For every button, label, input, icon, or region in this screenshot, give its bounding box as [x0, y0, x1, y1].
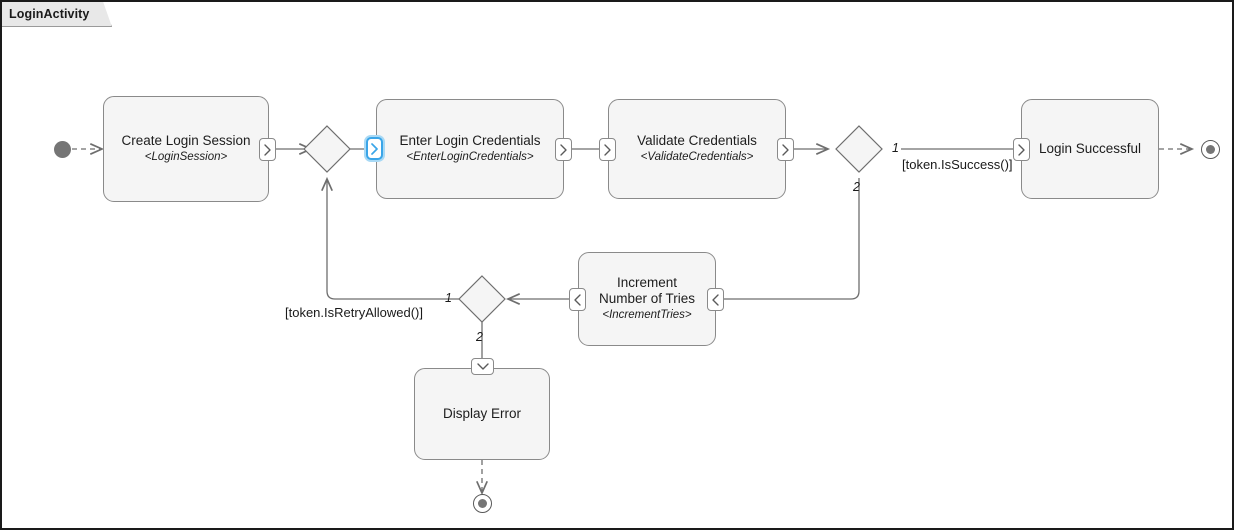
- guard-label-is-success: [token.IsSuccess()]: [902, 157, 1013, 172]
- diagram-frame-tab[interactable]: LoginActivity: [2, 2, 112, 27]
- activity-node-increment-number-of-tries[interactable]: Increment Number of Tries <IncrementTrie…: [578, 252, 716, 346]
- chevron-left-icon: [574, 293, 581, 306]
- chevron-right-icon: [264, 143, 271, 156]
- activity-node-title: Validate Credentials: [637, 133, 757, 148]
- activity-node-stereotype: <EnterLoginCredentials>: [406, 151, 534, 163]
- final-node-error[interactable]: [473, 494, 492, 513]
- merge-node-diamond[interactable]: [303, 125, 351, 173]
- chevron-right-icon: [560, 143, 567, 156]
- activity-node-title: Display Error: [442, 406, 521, 421]
- activity-node-create-login-session[interactable]: Create Login Session <LoginSession>: [103, 96, 269, 202]
- activity-node-login-successful[interactable]: Login Successful: [1021, 99, 1159, 199]
- activity-node-stereotype: <ValidateCredentials>: [640, 151, 754, 163]
- activity-node-title: Login Successful: [1038, 141, 1142, 156]
- guard-label-is-retry-allowed: [token.IsRetryAllowed()]: [285, 305, 423, 320]
- input-pin-display-error[interactable]: [471, 358, 494, 375]
- branch-label-validate-2: 2: [853, 180, 860, 194]
- branch-label-retry-1: 1: [445, 291, 452, 305]
- chevron-right-icon: [1018, 143, 1025, 156]
- edge-retry-branch1-to-merge: [321, 176, 459, 300]
- chevron-right-icon: [371, 142, 378, 155]
- retry-decision-diamond[interactable]: [458, 275, 506, 323]
- output-pin-create-login-session[interactable]: [259, 138, 276, 161]
- activity-node-display-error[interactable]: Display Error: [414, 368, 550, 460]
- chevron-right-icon: [604, 143, 611, 156]
- branch-label-retry-2: 2: [476, 330, 483, 344]
- output-pin-enter-login-credentials[interactable]: [555, 138, 572, 161]
- activity-node-title: Enter Login Credentials: [399, 133, 541, 148]
- activity-node-title: Increment Number of Tries: [598, 275, 696, 306]
- edge-decision-branch2-to-increment: [724, 178, 860, 300]
- input-pin-login-successful[interactable]: [1013, 138, 1030, 161]
- input-pin-enter-login-credentials[interactable]: [366, 137, 383, 160]
- chevron-down-icon: [476, 363, 489, 370]
- branch-label-validate-1: 1: [892, 141, 899, 155]
- input-pin-validate-credentials[interactable]: [599, 138, 616, 161]
- diagram-frame-title: LoginActivity: [9, 7, 90, 21]
- activity-node-stereotype: <LoginSession>: [144, 151, 228, 163]
- output-pin-validate-credentials[interactable]: [777, 138, 794, 161]
- chevron-right-icon: [782, 143, 789, 156]
- initial-node[interactable]: [54, 141, 71, 158]
- chevron-left-icon: [712, 293, 719, 306]
- input-pin-increment-number-of-tries[interactable]: [707, 288, 724, 311]
- activity-node-enter-login-credentials[interactable]: Enter Login Credentials <EnterLoginCrede…: [376, 99, 564, 199]
- output-pin-increment-number-of-tries[interactable]: [569, 288, 586, 311]
- activity-node-title: Create Login Session: [121, 133, 251, 148]
- final-node-success[interactable]: [1201, 140, 1220, 159]
- activity-node-stereotype: <IncrementTries>: [602, 309, 692, 321]
- validate-decision-diamond[interactable]: [835, 125, 883, 173]
- activity-node-validate-credentials[interactable]: Validate Credentials <ValidateCredential…: [608, 99, 786, 199]
